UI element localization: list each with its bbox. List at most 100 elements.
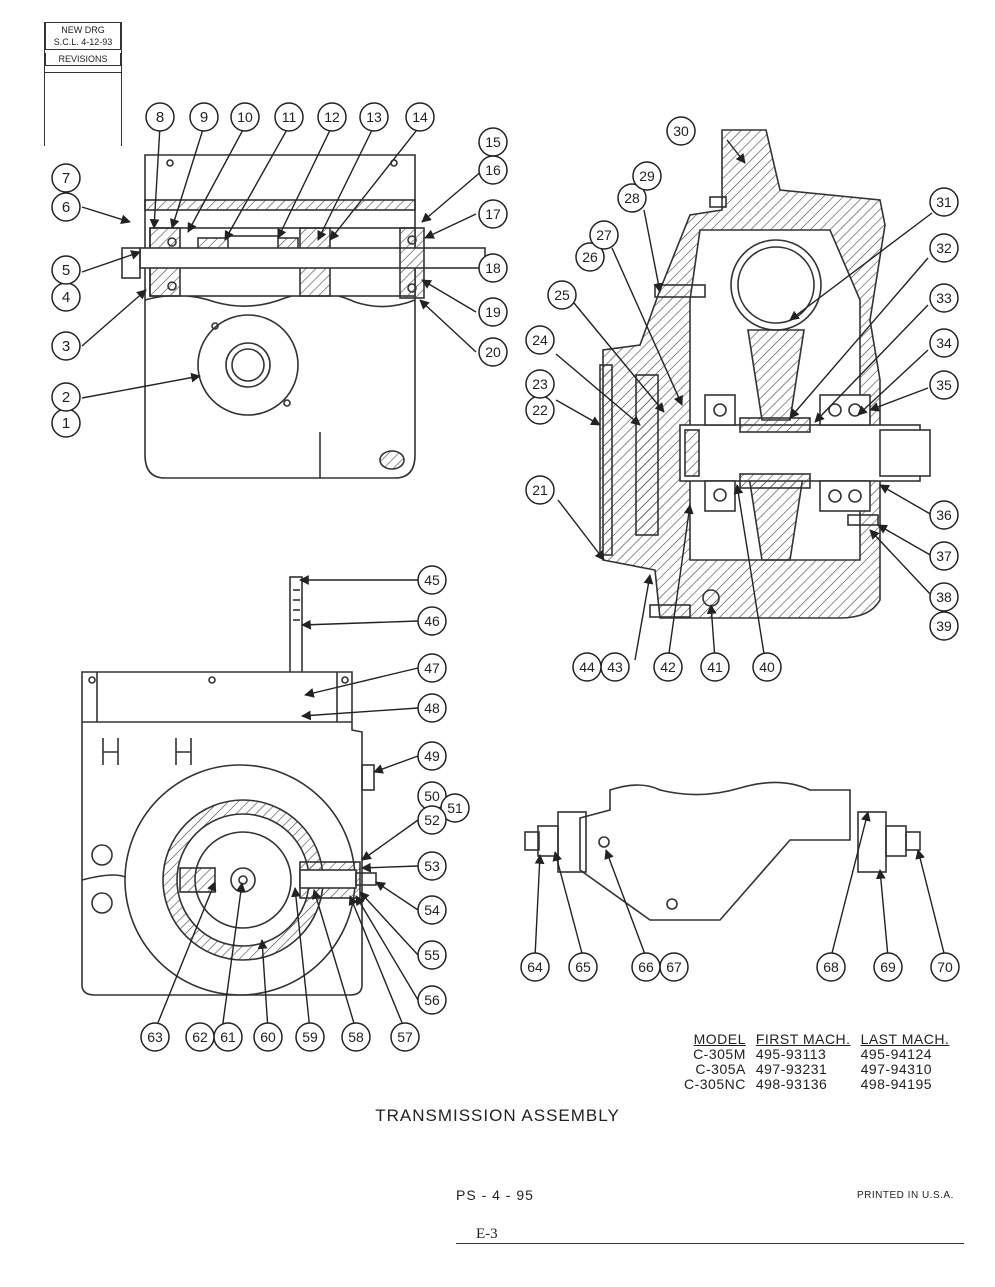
stamp-new-drg: NEW DRG: [61, 25, 105, 35]
callout-29: 29: [632, 161, 662, 191]
callout-number: 5: [62, 262, 70, 279]
callout-number: 14: [412, 109, 428, 125]
callout-40: 40: [752, 652, 782, 682]
callout-circle: [295, 1022, 325, 1052]
callout-circle: [440, 793, 470, 823]
callout-67: 67: [659, 952, 689, 982]
callout-number: 67: [666, 959, 682, 975]
callout-number: 34: [936, 335, 952, 351]
document-code: PS - 4 - 95: [456, 1187, 534, 1203]
callout-69: 69: [873, 952, 903, 982]
callout-number: 53: [424, 858, 440, 874]
callout-number: 27: [596, 227, 612, 243]
callout-circle: [51, 163, 81, 193]
callout-circle: [317, 102, 347, 132]
callout-number: 48: [424, 700, 440, 716]
callout-circle: [417, 565, 447, 595]
callout-7: 7: [51, 163, 81, 193]
callout-20: 20: [478, 337, 508, 367]
callout-61: 61: [213, 1022, 243, 1052]
callout-56: 56: [417, 985, 447, 1015]
callout-63: 63: [140, 1022, 170, 1052]
callout-number: 52: [424, 812, 440, 828]
callout-circle: [929, 283, 959, 313]
callout-circle: [929, 370, 959, 400]
callout-58: 58: [341, 1022, 371, 1052]
callout-circle: [659, 952, 689, 982]
cell-model: C-305A: [695, 1061, 746, 1077]
callout-circle: [929, 233, 959, 263]
callout-44: 44: [572, 652, 602, 682]
callout-circle: [547, 280, 577, 310]
callout-circle: [189, 102, 219, 132]
callout-52: 52: [417, 805, 447, 835]
callout-circle: [568, 952, 598, 982]
cell-model: C-305NC: [684, 1076, 746, 1092]
callout-8: 8: [145, 102, 175, 132]
stamp-revisions: REVISIONS: [45, 53, 121, 66]
callout-38: 38: [929, 582, 959, 612]
callout-57: 57: [390, 1022, 420, 1052]
callout-circle: [417, 653, 447, 683]
table-row: C-305NC 498-93136 498-94195: [684, 1077, 959, 1092]
callout-39: 39: [929, 611, 959, 641]
callout-number: 25: [554, 287, 570, 303]
callout-circle: [145, 102, 175, 132]
leader-lines: [81, 125, 946, 1031]
callout-number: 38: [936, 589, 952, 605]
callout-50: 50: [417, 781, 447, 811]
callout-48: 48: [417, 693, 447, 723]
callout-number: 45: [424, 572, 440, 588]
callout-circle: [929, 611, 959, 641]
callout-circle: [752, 652, 782, 682]
callout-number: 35: [936, 377, 952, 393]
cell-first: 495-93113: [755, 1046, 827, 1062]
callout-circle: [520, 952, 550, 982]
callout-number: 57: [397, 1029, 413, 1045]
model-serial-table: MODEL FIRST MACH. LAST MACH. C-305M 495-…: [684, 1031, 959, 1092]
callout-47: 47: [417, 653, 447, 683]
callout-28: 28: [617, 183, 647, 213]
callout-53: 53: [417, 851, 447, 881]
callout-number: 47: [424, 660, 440, 676]
callout-6: 6: [51, 192, 81, 222]
bottom-left-view: [81, 576, 377, 996]
callout-circle: [417, 940, 447, 970]
table-row: C-305A 497-93231 497-94310: [684, 1062, 959, 1077]
callout-17: 17: [478, 199, 508, 229]
callout-circle: [929, 187, 959, 217]
cell-last: 497-94310: [860, 1061, 933, 1077]
callout-number: 51: [447, 800, 463, 816]
callout-number: 66: [638, 959, 654, 975]
callout-number: 39: [936, 618, 952, 634]
callout-number: 24: [532, 332, 548, 348]
callout-number: 42: [660, 659, 676, 675]
callout-25: 25: [547, 280, 577, 310]
callout-circle: [525, 325, 555, 355]
callout-circle: [417, 895, 447, 925]
callout-number: 10: [237, 109, 253, 125]
stamp-box: NEW DRG S.C.L. 4-12-93: [45, 22, 121, 50]
callout-circle: [589, 220, 619, 250]
cell-last: 498-94195: [860, 1076, 933, 1092]
page-number: E-3: [476, 1226, 498, 1242]
callout-number: 4: [62, 289, 70, 306]
callout-circle: [617, 183, 647, 213]
callout-number: 61: [220, 1029, 236, 1045]
callout-circle: [417, 693, 447, 723]
callout-19: 19: [478, 297, 508, 327]
callout-number: 69: [880, 959, 896, 975]
callout-number: 19: [485, 304, 501, 320]
callout-51: 51: [440, 793, 470, 823]
callout-circle: [417, 606, 447, 636]
callout-circle: [572, 652, 602, 682]
callout-number: 63: [147, 1029, 163, 1045]
callout-circle: [525, 475, 555, 505]
callout-circle: [140, 1022, 170, 1052]
callout-number: 33: [936, 290, 952, 306]
callout-number: 54: [424, 902, 440, 918]
callout-42: 42: [653, 652, 683, 682]
callout-number: 2: [62, 389, 70, 406]
callout-16: 16: [478, 155, 508, 185]
callout-4: 4: [51, 282, 81, 312]
